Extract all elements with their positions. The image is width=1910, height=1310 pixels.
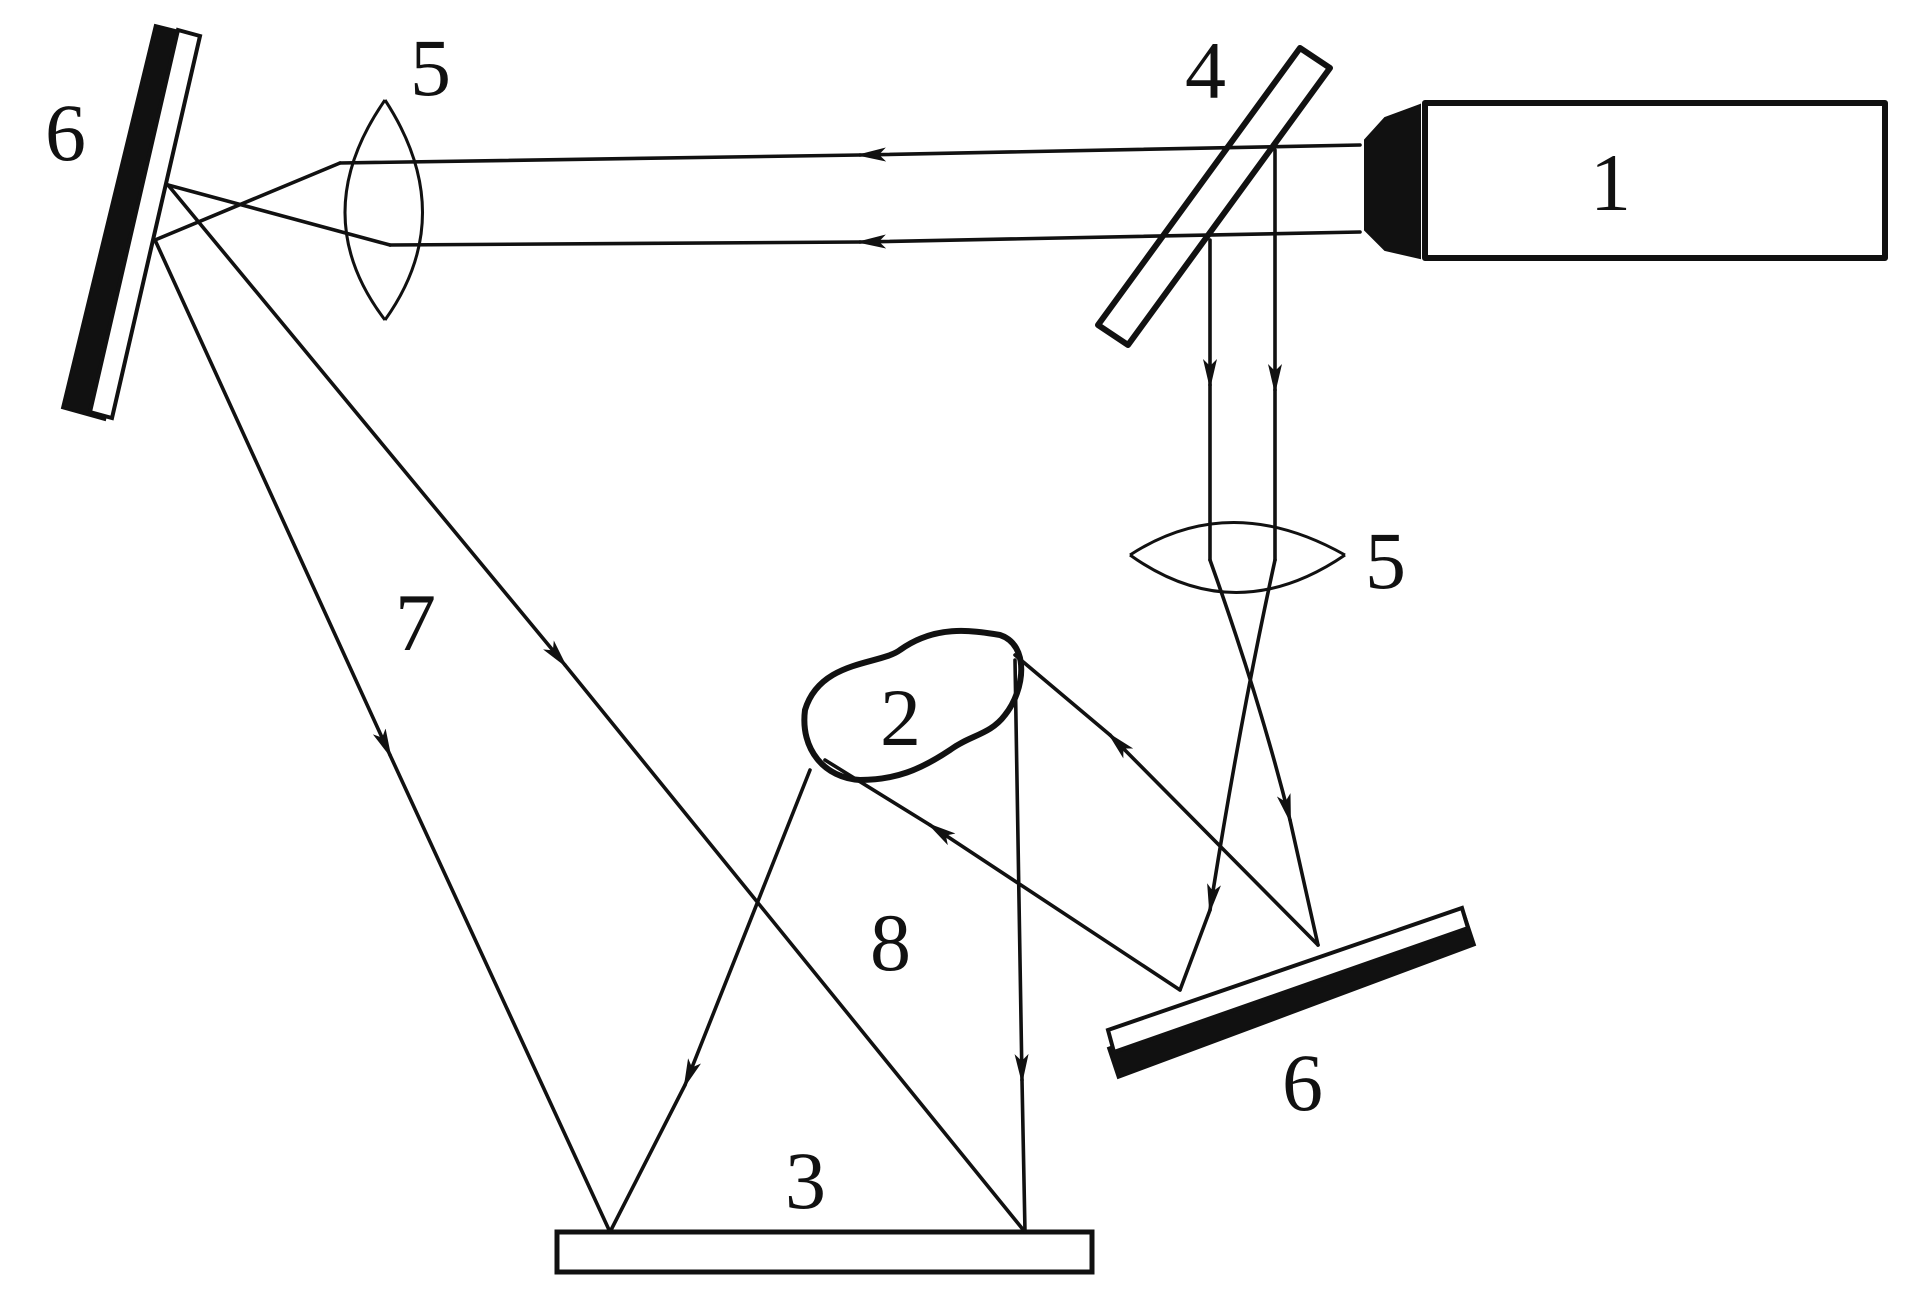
object-beam bbox=[608, 658, 1029, 1234]
lens-top-left-face bbox=[343, 99, 387, 321]
mirror-right bbox=[1105, 905, 1477, 1080]
label-laser: 1 bbox=[1590, 137, 1631, 228]
label-object-beam: 8 bbox=[870, 897, 911, 988]
label-plate: 3 bbox=[785, 1135, 826, 1226]
reference-beam bbox=[153, 183, 1027, 1234]
beam-splitter-plate bbox=[1095, 45, 1333, 348]
holographic-plate bbox=[554, 1229, 1095, 1275]
laser-body bbox=[1422, 100, 1888, 261]
lens-right-bottom-face bbox=[1129, 553, 1346, 594]
label-mirror-left: 6 bbox=[45, 87, 86, 178]
lens-right-top-face bbox=[1129, 521, 1346, 557]
beam-to-left-mirror bbox=[153, 143, 1362, 249]
mirror-left bbox=[60, 23, 203, 422]
beam-splitter bbox=[1095, 45, 1333, 348]
laser-nozzle bbox=[1364, 103, 1421, 260]
beam-lens-to-right-mirror bbox=[1178, 558, 1320, 992]
laser bbox=[1364, 100, 1888, 261]
label-lens-right: 5 bbox=[1365, 515, 1406, 606]
label-reference-beam: 7 bbox=[395, 577, 436, 668]
mirror-right-surface bbox=[1105, 905, 1471, 1055]
label-lens-top: 5 bbox=[410, 22, 451, 113]
lens-right bbox=[1129, 521, 1346, 594]
label-beam-splitter: 4 bbox=[1185, 25, 1226, 116]
lens-top bbox=[343, 99, 424, 321]
label-object: 2 bbox=[880, 672, 921, 763]
mirror-left-surface bbox=[87, 27, 203, 421]
illumination-to-object bbox=[823, 653, 1320, 992]
lens-top-right-face bbox=[383, 99, 424, 321]
beam-down-to-lens bbox=[1203, 148, 1282, 562]
label-mirror-right: 6 bbox=[1282, 1037, 1323, 1128]
